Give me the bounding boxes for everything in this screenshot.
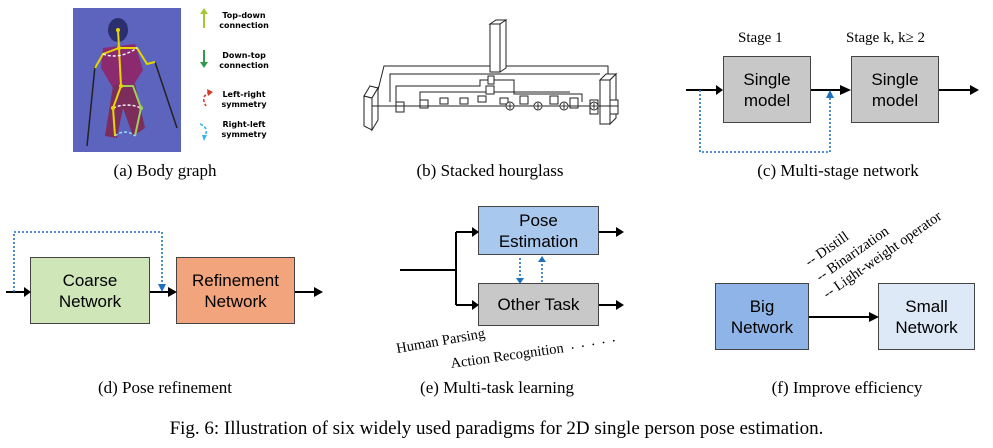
legend-left-right-label: Left-right symmetry <box>221 90 267 109</box>
legend-right-left-label: Right-left symmetry <box>221 120 267 139</box>
skier-image <box>73 8 181 152</box>
figure-caption: Fig. 6: Illustration of six widely used … <box>169 418 824 439</box>
pose-refinement-arrows <box>6 231 323 297</box>
efficiency-arrow <box>809 312 879 322</box>
hourglass-diagram <box>363 19 619 132</box>
caption-d: (d) Pose refinement <box>97 378 233 397</box>
caption-b: (b) Stacked hourglass <box>416 161 564 180</box>
legend-top-down-label: Top-down connection <box>219 11 269 30</box>
dots-label: · · · · · <box>569 332 619 358</box>
legend-down-top-label: Down-top connection <box>219 51 269 70</box>
legend-left-right-arrow <box>202 89 213 107</box>
multi-stage-arrows <box>686 85 979 153</box>
legend-down-top-arrow <box>200 50 208 68</box>
other-task-box: Other Task <box>478 283 599 326</box>
stage-1-label: Stage 1 <box>738 30 783 46</box>
caption-f: (f) Improve efficiency <box>771 378 923 397</box>
caption-c: (c) Multi-stage network <box>757 161 919 180</box>
multi-task-arrows <box>400 227 624 310</box>
stage-k-label: Stage k, k≥ 2 <box>846 30 926 46</box>
legend-right-left-arrow <box>199 123 208 141</box>
caption-a: (a) Body graph <box>113 161 217 180</box>
caption-e: (e) Multi-task learning <box>420 378 574 397</box>
legend-top-down-arrow <box>200 8 208 28</box>
